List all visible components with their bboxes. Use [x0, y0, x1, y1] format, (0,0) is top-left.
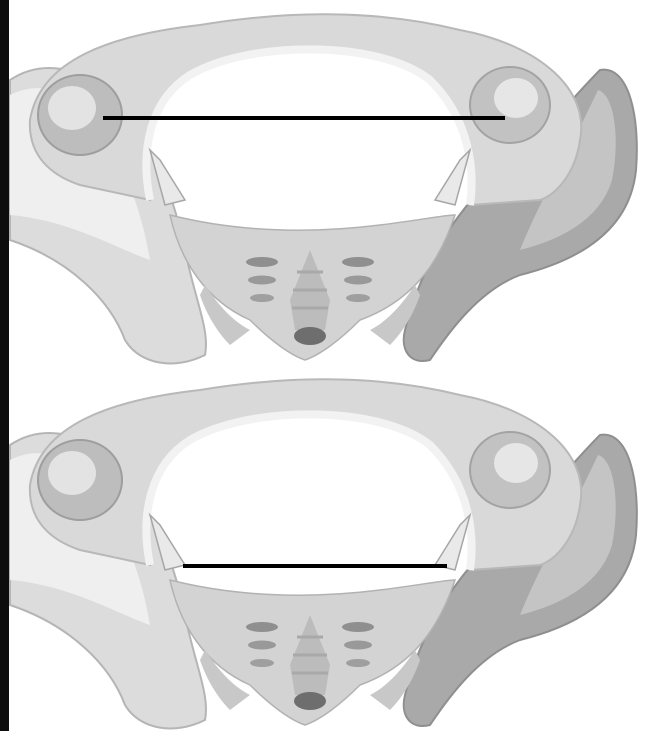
pelvis-illustration-icon — [10, 379, 637, 728]
pelvis-panel-bottom — [10, 379, 637, 728]
pelvis-panel-top — [10, 14, 637, 363]
left-edge-bar — [0, 0, 9, 731]
pelvis-illustration-icon — [10, 14, 637, 363]
